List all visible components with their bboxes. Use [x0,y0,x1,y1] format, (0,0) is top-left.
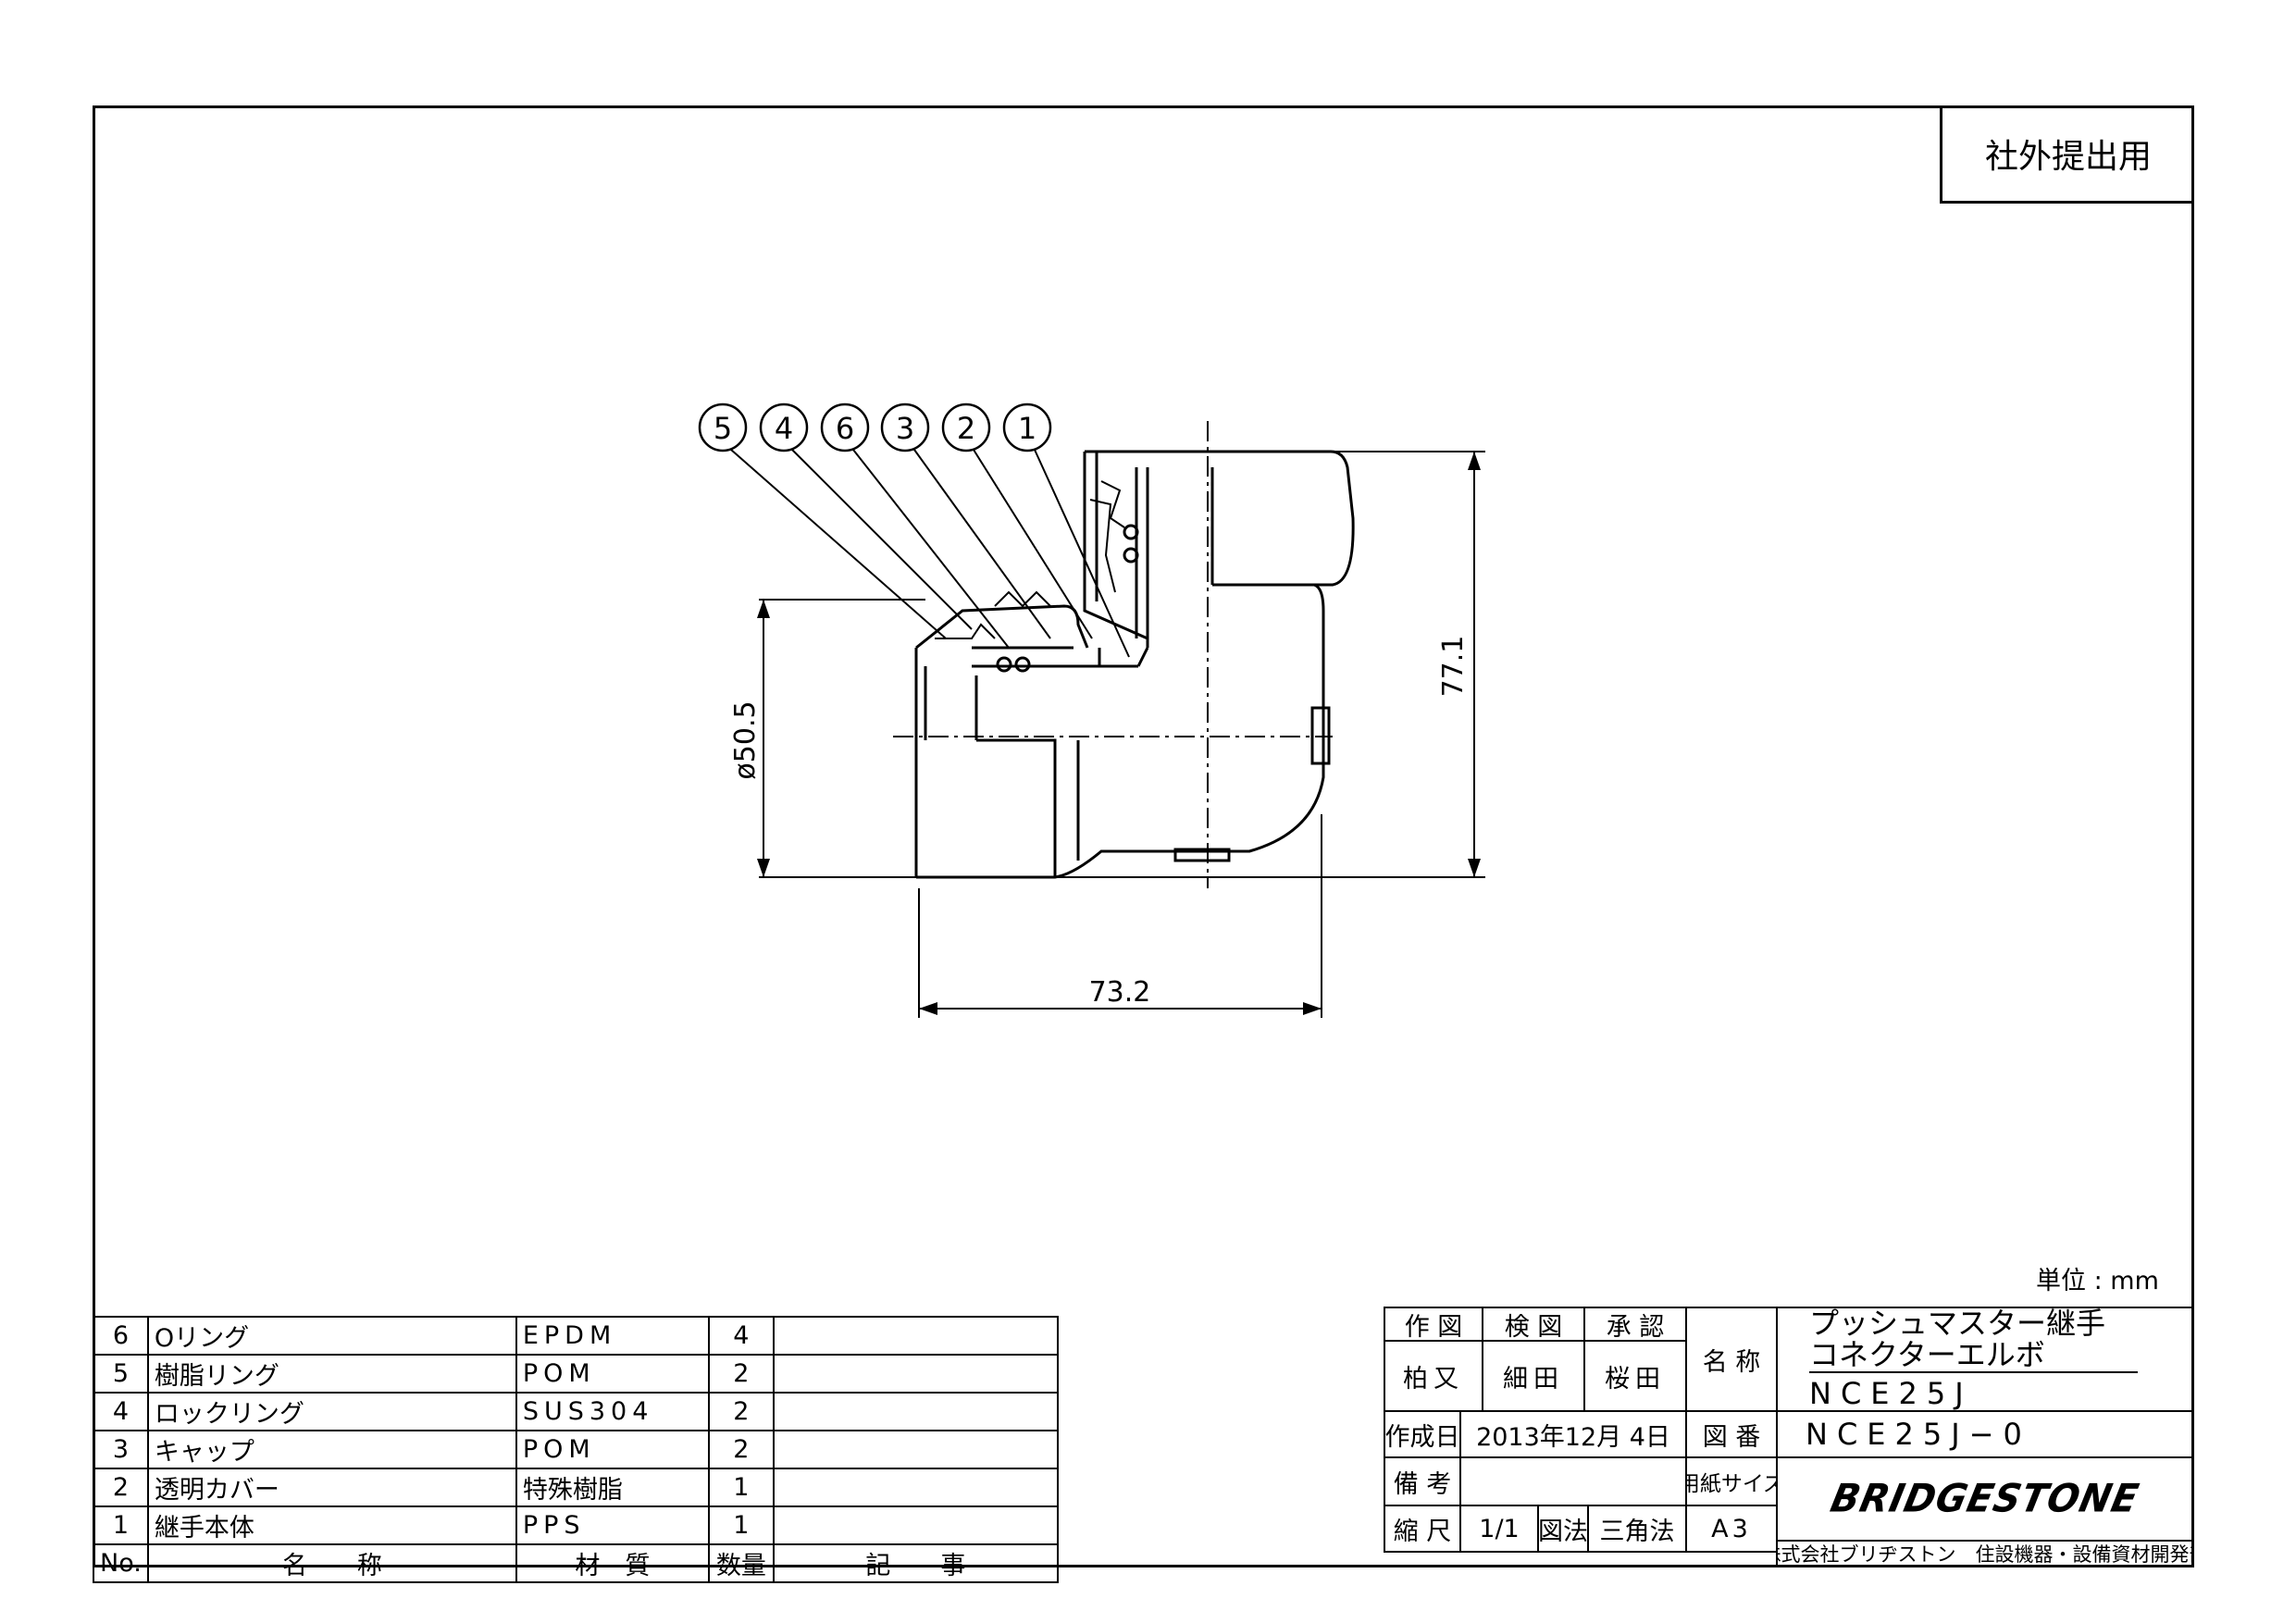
unit-label: 単位 : mm [2036,1267,2159,1295]
brand-logo-cell: BRIDGESTONE [1776,1456,2194,1542]
bridgestone-logo: BRIDGESTONE [1827,1476,2143,1522]
leader-lines [730,449,1130,658]
projection-method: 三角法 [1587,1505,1687,1553]
paper-size-label: 用紙サイズ [1685,1456,1778,1506]
balloon-label: 6 [836,411,854,446]
table-row: 2 透明カバー 特殊樹脂 1 [93,1468,1059,1507]
balloon-label: 3 [896,411,914,446]
center-lines [893,421,1333,888]
drawing-no-label: 図 番 [1685,1410,1778,1458]
table-row: 6 Oリング EPDM 4 [93,1316,1059,1356]
drawing-frame [93,105,2194,1567]
checked-label: 検 図 [1482,1307,1585,1342]
scale-value: 1/1 [1459,1505,1539,1553]
remarks-value [1459,1456,1687,1506]
paper-size: A3 [1685,1505,1778,1553]
balloon-label: 1 [1018,411,1036,446]
approved-by: 桜田 [1583,1340,1687,1412]
table-row: 4 ロックリング SUS304 2 [93,1392,1059,1431]
scale-label: 縮 尺 [1384,1505,1461,1553]
drawing-number: NCE25J−0 [1776,1410,2194,1458]
company-name: 株式会社ブリヂストン 住設機器・設備資材開発部 [1776,1540,2194,1567]
balloon-label: 5 [714,411,732,446]
remarks-label: 備 考 [1384,1456,1461,1506]
product-name-line2: コネクターエルボ [1809,1338,2138,1373]
projection-label: 図法 [1537,1505,1589,1553]
table-header-row: No. 名 称 材 質 数量 記 事 [93,1543,1059,1583]
checked-by: 細田 [1482,1340,1585,1412]
o-rings [996,524,1139,673]
name-label: 名 称 [1685,1307,1778,1412]
drawn-by: 柏又 [1384,1340,1483,1412]
table-row: 1 継手本体 PPS 1 [93,1505,1059,1545]
title-block: 作 図 検 図 承 認 柏又 細田 桜田 名 称 プッシュマスター継手 コネクタ… [1384,1307,2194,1567]
table-row: 3 キャップ POM 2 [93,1430,1059,1469]
balloon-label: 2 [957,411,975,446]
elbow-body [914,450,1355,879]
drawn-label: 作 図 [1384,1307,1483,1342]
creation-date: 2013年12月 4日 [1459,1410,1687,1458]
dimension-width: 73.2 [1089,976,1151,1009]
model-name: NCE25J [1809,1376,1973,1411]
table-row: 5 樹脂リング POM 2 [93,1354,1059,1394]
parts-list: 6 Oリング EPDM 4 5 樹脂リング POM 2 4 ロックリング SUS… [93,1316,1059,1583]
dimension-arrows [757,452,1481,1015]
date-label: 作成日 [1384,1410,1461,1458]
balloon-label: 4 [775,411,793,446]
product-name-line1: プッシュマスター継手 [1809,1306,2106,1341]
approved-label: 承 認 [1583,1307,1687,1342]
dimension-height: 77.1 [1437,636,1470,698]
section-details [935,480,1125,639]
external-submission-stamp: 社外提出用 [1940,105,2194,204]
balloon-group [698,403,1052,452]
dimension-diameter: ø50.5 [729,700,762,779]
dimension-lines [759,451,1485,1018]
